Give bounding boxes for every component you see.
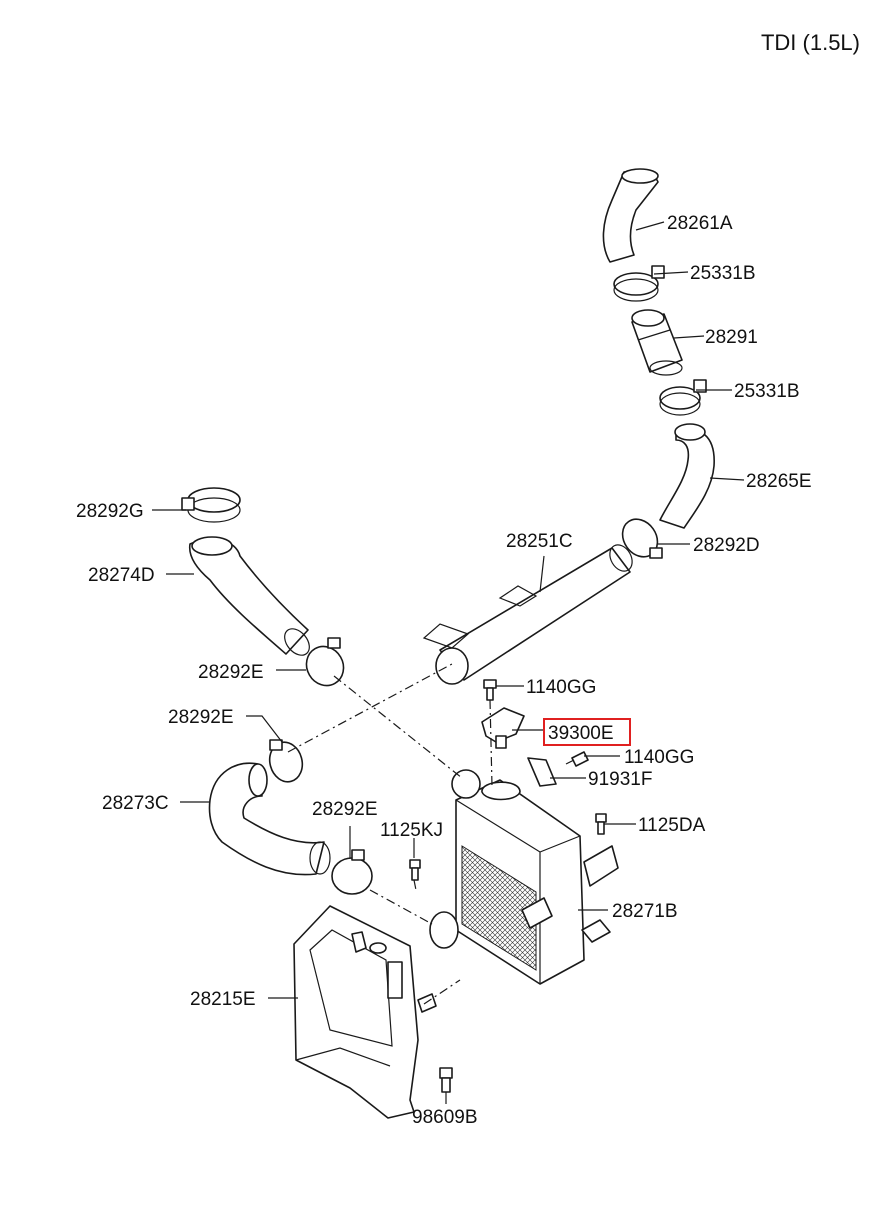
part-28292E-middle-clamp[interactable] xyxy=(265,739,306,786)
part-28251C-pipe[interactable] xyxy=(422,541,637,685)
assembly-line-1 xyxy=(287,663,453,753)
part-1125KJ-bolt[interactable] xyxy=(409,859,421,881)
part-28271B-intercooler[interactable] xyxy=(429,769,619,985)
callout-28271B[interactable]: 28271B xyxy=(612,901,678,922)
part-91931F-bracket[interactable] xyxy=(527,757,557,787)
callout-1140GG-upper[interactable]: 1140GG xyxy=(526,677,596,698)
callout-28292E-upper[interactable]: 28292E xyxy=(198,662,264,683)
callout-98609B[interactable]: 98609B xyxy=(412,1107,478,1128)
callout-25331B-upper[interactable]: 25331B xyxy=(690,263,756,284)
part-28292D-clamp[interactable] xyxy=(615,512,664,563)
callout-39300E[interactable]: 39300E xyxy=(548,723,614,744)
callout-25331B-lower[interactable]: 25331B xyxy=(734,381,800,402)
part-1125DA-bolt[interactable] xyxy=(595,813,607,835)
callout-1140GG-lower[interactable]: 1140GG xyxy=(624,747,694,768)
highlight-box-39300E xyxy=(543,718,631,746)
assembly-line-2 xyxy=(333,675,463,779)
part-28261A-hose[interactable] xyxy=(602,168,659,263)
callout-28251C[interactable]: 28251C xyxy=(506,531,573,552)
callout-28215E[interactable]: 28215E xyxy=(190,989,256,1010)
callout-1125DA[interactable]: 1125DA xyxy=(638,815,706,836)
part-28215E-shroud[interactable] xyxy=(293,905,437,1119)
callout-28292G[interactable]: 28292G xyxy=(76,501,144,522)
assembly-line-5 xyxy=(423,979,461,1005)
part-28292E-lower-clamp[interactable] xyxy=(331,849,373,895)
callout-28273C[interactable]: 28273C xyxy=(102,793,169,814)
part-28292E-upper-clamp[interactable] xyxy=(299,637,350,692)
assembly-line-3 xyxy=(369,889,433,925)
part-28273C-hose[interactable] xyxy=(208,762,331,876)
part-98609B-bolt[interactable] xyxy=(439,1067,453,1093)
callout-28265E[interactable]: 28265E xyxy=(746,471,812,492)
callout-28292E-middle[interactable]: 28292E xyxy=(168,707,234,728)
callout-91931F[interactable]: 91931F xyxy=(588,769,652,790)
part-28274D-hose[interactable] xyxy=(188,536,315,660)
part-28291-coupler[interactable] xyxy=(631,309,683,376)
part-25331B-upper-clamp[interactable] xyxy=(613,265,665,302)
engine-title: TDI (1.5L) xyxy=(761,30,860,55)
part-28292G-clamp[interactable] xyxy=(181,487,241,523)
assembly-line-6 xyxy=(413,879,417,891)
leader-lines xyxy=(152,221,745,1104)
callout-28274D[interactable]: 28274D xyxy=(88,565,155,586)
callout-1125KJ[interactable]: 1125KJ xyxy=(380,820,443,841)
assembly-line-4 xyxy=(489,699,493,787)
callout-28292D[interactable]: 28292D xyxy=(693,535,760,556)
callout-28292E-lower[interactable]: 28292E xyxy=(312,799,378,820)
part-1140GG-lower-bolt[interactable] xyxy=(565,751,589,767)
callout-28261A[interactable]: 28261A xyxy=(667,213,733,234)
part-39300E-sensor[interactable] xyxy=(481,707,525,749)
part-28265E-hose[interactable] xyxy=(659,423,715,529)
part-25331B-lower-clamp[interactable] xyxy=(659,379,707,416)
part-1140GG-upper-bolt[interactable] xyxy=(483,679,497,701)
callout-28291[interactable]: 28291 xyxy=(705,327,758,348)
